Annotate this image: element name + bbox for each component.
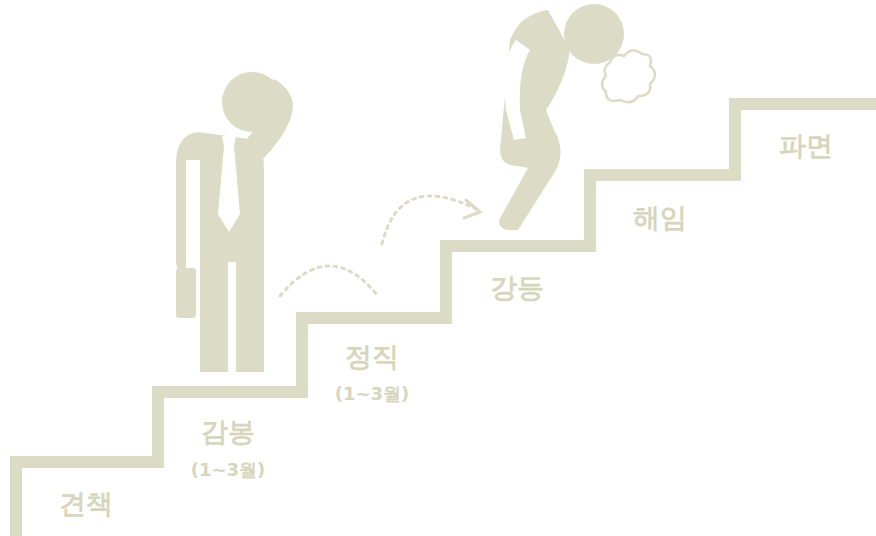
briefcase: [176, 268, 196, 318]
arm-gap: [504, 40, 530, 140]
step-label: 강등: [490, 274, 544, 301]
breath-cloud: [602, 50, 655, 102]
staircase: [16, 104, 876, 536]
step-label: 파면: [779, 132, 833, 159]
sick-man: [499, 4, 624, 230]
body: [176, 132, 264, 372]
step-label: (1~3월): [335, 385, 410, 403]
raised-arm: [246, 78, 293, 160]
step-label: 해임: [633, 204, 687, 231]
dotted-arc: [382, 196, 478, 244]
worried-man: [176, 72, 293, 372]
body: [499, 10, 570, 230]
tie: [218, 136, 240, 232]
step-label: 견책: [59, 490, 113, 517]
step-label: 정직: [345, 343, 399, 370]
dotted-arc: [280, 266, 378, 296]
jump-arrows: [280, 196, 478, 296]
step-label: 감봉: [201, 418, 255, 445]
arrow-head: [464, 200, 480, 218]
step-label: (1~3월): [191, 461, 266, 479]
